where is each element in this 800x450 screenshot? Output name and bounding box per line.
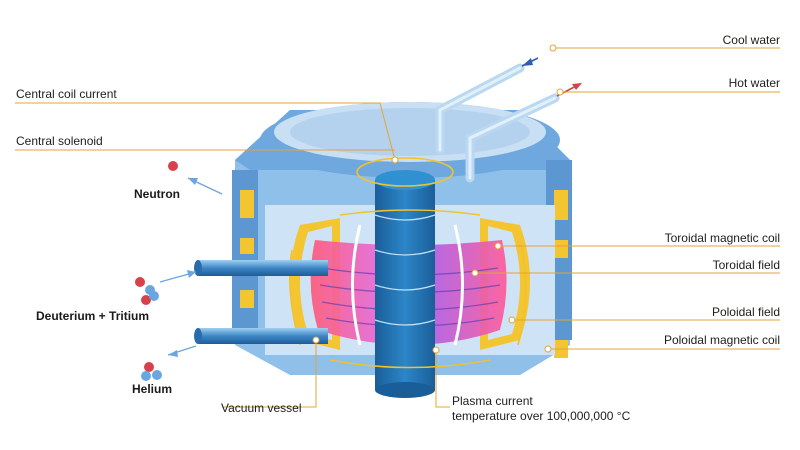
cool-water-label: Cool water xyxy=(722,33,780,47)
temperature-label: temperature over 100,000,000 °C xyxy=(452,409,631,423)
top-cap xyxy=(260,102,560,178)
poloidal-magnetic-coil-label: Poloidal magnetic coil xyxy=(663,333,780,347)
particles xyxy=(135,161,223,381)
helium-label: Helium xyxy=(132,382,173,396)
toroidal-magnetic-coil-label: Toroidal magnetic coil xyxy=(664,231,780,245)
poloidal-field-label: Poloidal field xyxy=(711,305,780,319)
vacuum-vessel-label: Vacuum vessel xyxy=(221,401,302,415)
toroidal-field-label: Toroidal field xyxy=(712,258,780,272)
deuterium-tritium-label: Deuterium + Tritium xyxy=(36,309,150,323)
water-pipes xyxy=(435,57,582,183)
central-solenoid-label: Central solenoid xyxy=(16,134,103,148)
plasma-current-label: Plasma current xyxy=(452,394,533,408)
central-solenoid xyxy=(374,170,436,398)
neutron-label: Neutron xyxy=(134,187,180,201)
injection-pipes xyxy=(194,260,328,344)
leader-dots xyxy=(312,44,564,354)
leader-lines xyxy=(15,47,780,408)
central-coil-current-label: Central coil current xyxy=(16,87,117,101)
hot-water-label: Hot water xyxy=(728,76,780,90)
